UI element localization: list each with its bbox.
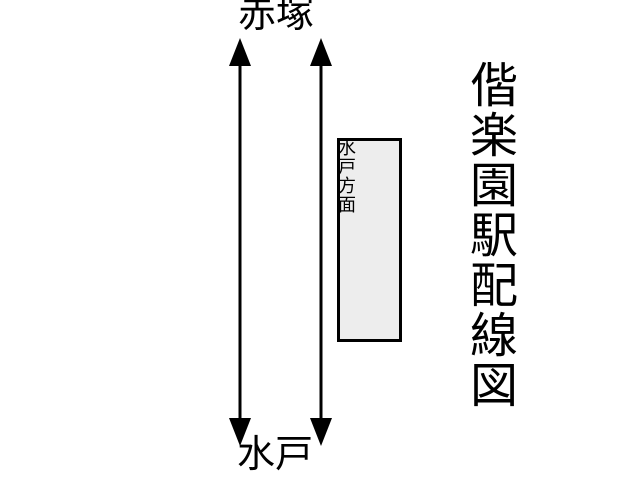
track-arrow-left xyxy=(229,38,251,446)
station-label-mito: 水戸 xyxy=(237,434,314,476)
right-track-up-arrowhead-icon xyxy=(310,38,332,66)
station-label-akatsuka: 赤塚 xyxy=(238,0,315,36)
track-arrow-right xyxy=(310,38,332,446)
left-track-down-arrowhead-icon xyxy=(229,418,251,446)
platform-direction-label: 水戸方面 xyxy=(336,138,356,214)
right-track-down-arrowhead-icon xyxy=(310,418,332,446)
diagram-title: 偕楽園駅配線図 xyxy=(462,60,515,410)
platform-box: 水戸方面 xyxy=(336,138,402,342)
left-track-up-arrowhead-icon xyxy=(229,38,251,66)
